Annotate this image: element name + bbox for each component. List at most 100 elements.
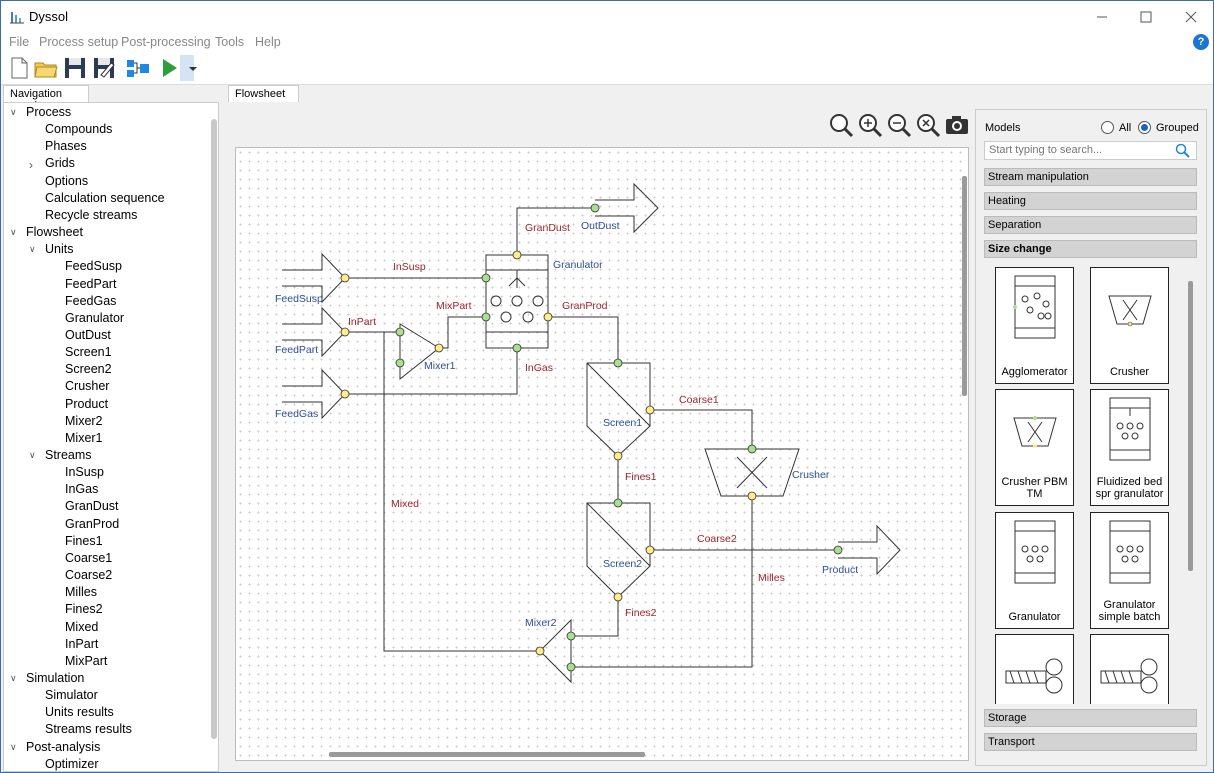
tree-stream-item[interactable]: Coarse1 bbox=[4, 551, 204, 568]
flowsheet-icon[interactable] bbox=[125, 55, 151, 81]
tree-unit-item[interactable]: Crusher bbox=[4, 379, 204, 396]
tree-unit-item[interactable]: Screen1 bbox=[4, 345, 204, 362]
tree-stream-item[interactable]: Milles bbox=[4, 585, 204, 602]
tree-post-analysis[interactable]: ∨Post-analysis bbox=[4, 740, 204, 757]
radio-all[interactable] bbox=[1101, 121, 1114, 134]
tree-stream-item[interactable]: Fines2 bbox=[4, 602, 204, 619]
tree-stream-item[interactable]: MixPart bbox=[4, 654, 204, 671]
model-card-granulator-simple-batch[interactable]: Granulator simple batch bbox=[1090, 512, 1169, 629]
expand-arrow-icon[interactable]: ∨ bbox=[29, 244, 36, 255]
model-card-fluidized-bed[interactable]: Fluidized bed spr granulator bbox=[1090, 389, 1169, 506]
tree-label: Phases bbox=[45, 139, 87, 153]
save-icon[interactable] bbox=[62, 55, 88, 81]
tree-flowsheet[interactable]: ∨Flowsheet bbox=[4, 225, 204, 242]
save-as-icon[interactable] bbox=[91, 55, 117, 81]
zoom-fit-icon[interactable] bbox=[828, 112, 854, 138]
expand-arrow-icon[interactable]: ∨ bbox=[10, 107, 17, 118]
search-icon[interactable] bbox=[1175, 143, 1191, 159]
tree-unit-item[interactable]: Product bbox=[4, 397, 204, 414]
tree-simulator[interactable]: Simulator bbox=[4, 688, 204, 705]
group-storage[interactable]: Storage bbox=[984, 709, 1197, 727]
tree-phases[interactable]: Phases bbox=[4, 139, 204, 156]
group-heating[interactable]: Heating bbox=[984, 192, 1197, 210]
tree-stream-item[interactable]: Coarse2 bbox=[4, 568, 204, 585]
model-card-crusher[interactable]: Crusher bbox=[1090, 267, 1169, 384]
label-screen1: Screen1 bbox=[603, 417, 642, 429]
model-card-agglomerator[interactable]: Agglomerator bbox=[995, 267, 1074, 384]
tab-flowsheet[interactable]: Flowsheet bbox=[228, 85, 299, 102]
tree-unit-item[interactable]: Mixer2 bbox=[4, 414, 204, 431]
zoom-out-icon[interactable] bbox=[886, 112, 912, 138]
tree-unit-item[interactable]: OutDust bbox=[4, 328, 204, 345]
tree-stream-item[interactable]: Mixed bbox=[4, 620, 204, 637]
tree-simulation[interactable]: ∨Simulation bbox=[4, 671, 204, 688]
tree-streams[interactable]: ∨Streams bbox=[4, 448, 204, 465]
help-icon[interactable]: ? bbox=[1193, 34, 1209, 50]
tree-unit-item[interactable]: Screen2 bbox=[4, 362, 204, 379]
tree-streams-results[interactable]: Streams results bbox=[4, 722, 204, 739]
tree-label: Grids bbox=[45, 156, 75, 170]
collapse-arrow-icon[interactable]: › bbox=[29, 158, 33, 172]
tree-process[interactable]: ∨Process bbox=[4, 105, 204, 122]
expand-arrow-icon[interactable]: ∨ bbox=[10, 227, 17, 238]
tree-units-results[interactable]: Units results bbox=[4, 705, 204, 722]
tab-navigation-panel[interactable]: Navigation panel bbox=[3, 85, 89, 102]
maximize-icon[interactable] bbox=[1123, 1, 1169, 32]
close-icon[interactable] bbox=[1168, 1, 1214, 32]
tree-unit-item[interactable]: FeedGas bbox=[4, 294, 204, 311]
tree-stream-item[interactable]: InSusp bbox=[4, 465, 204, 482]
nav-scrollbar[interactable] bbox=[211, 119, 217, 739]
menu-process-setup[interactable]: Process setup bbox=[39, 35, 118, 49]
dropdown-arrow-icon[interactable] bbox=[180, 55, 194, 81]
tree-unit-item[interactable]: FeedPart bbox=[4, 277, 204, 294]
group-size-change[interactable]: Size change bbox=[984, 240, 1197, 258]
tree-label: Coarse1 bbox=[65, 551, 112, 565]
menu-file[interactable]: File bbox=[9, 35, 29, 49]
tree-label: Calculation sequence bbox=[45, 191, 165, 205]
tree-optimizer[interactable]: Optimizer bbox=[4, 757, 204, 771]
menu-tools[interactable]: Tools bbox=[215, 35, 244, 49]
group-transport[interactable]: Transport bbox=[984, 733, 1197, 751]
label-crusher: Crusher bbox=[792, 469, 830, 481]
tree-stream-item[interactable]: InGas bbox=[4, 482, 204, 499]
flowsheet-canvas[interactable]: GranDust InSusp MixPart GranProd InPart … bbox=[235, 147, 969, 761]
tree-stream-item[interactable]: Fines1 bbox=[4, 534, 204, 551]
tree-compounds[interactable]: Compounds bbox=[4, 122, 204, 139]
radio-grouped[interactable] bbox=[1138, 121, 1151, 134]
new-file-icon[interactable] bbox=[6, 55, 32, 81]
model-card-granulator[interactable]: Granulator bbox=[995, 512, 1074, 629]
model-card-screw-2[interactable] bbox=[1090, 634, 1169, 704]
expand-arrow-icon[interactable]: ∨ bbox=[10, 742, 17, 753]
run-icon[interactable] bbox=[156, 55, 182, 81]
model-card-screw-1[interactable] bbox=[995, 634, 1074, 704]
tree-grids[interactable]: › Grids bbox=[4, 156, 204, 173]
models-scrollbar[interactable] bbox=[1188, 281, 1193, 571]
zoom-in-icon[interactable] bbox=[857, 112, 883, 138]
tree-recycle-streams[interactable]: Recycle streams bbox=[4, 208, 204, 225]
tree-unit-item[interactable]: Mixer1 bbox=[4, 431, 204, 448]
open-folder-icon[interactable] bbox=[33, 55, 59, 81]
camera-icon[interactable] bbox=[944, 112, 970, 138]
group-stream-manipulation[interactable]: Stream manipulation bbox=[984, 168, 1197, 186]
tree-calculation-sequence[interactable]: Calculation sequence bbox=[4, 191, 204, 208]
tree-unit-item[interactable]: FeedSusp bbox=[4, 259, 204, 276]
expand-arrow-icon[interactable]: ∨ bbox=[10, 673, 17, 684]
tree-units[interactable]: ∨Units bbox=[4, 242, 204, 259]
flowsheet-hscrollbar[interactable] bbox=[329, 752, 645, 757]
tree-stream-item[interactable]: GranProd bbox=[4, 517, 204, 534]
tree-stream-item[interactable]: GranDust bbox=[4, 499, 204, 516]
tree-label: Mixed bbox=[65, 620, 98, 634]
radio-grouped-label: Grouped bbox=[1156, 122, 1199, 134]
flowsheet-vscrollbar[interactable] bbox=[962, 176, 967, 396]
menu-post-processing[interactable]: Post-processing bbox=[121, 35, 211, 49]
model-card-crusher-pbm-tm[interactable]: Crusher PBM TM bbox=[995, 389, 1074, 506]
tree-unit-item[interactable]: Granulator bbox=[4, 311, 204, 328]
tree-options[interactable]: Options bbox=[4, 174, 204, 191]
zoom-reset-icon[interactable] bbox=[915, 112, 941, 138]
minimize-icon[interactable] bbox=[1079, 1, 1125, 32]
expand-arrow-icon[interactable]: ∨ bbox=[29, 450, 36, 461]
menu-help[interactable]: Help bbox=[255, 35, 281, 49]
tree-stream-item[interactable]: InPart bbox=[4, 637, 204, 654]
models-search-input[interactable]: Start typing to search... bbox=[984, 141, 1197, 160]
group-separation[interactable]: Separation bbox=[984, 216, 1197, 234]
